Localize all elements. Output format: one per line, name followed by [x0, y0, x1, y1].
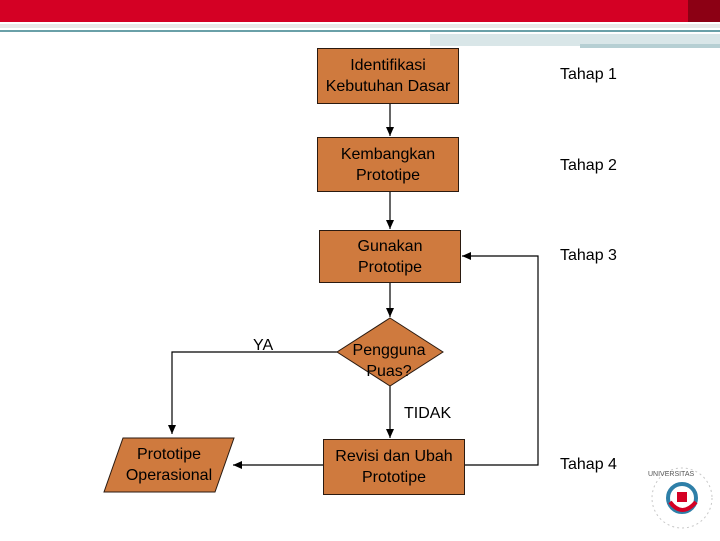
stage-1-label: Tahap 1 — [560, 66, 617, 83]
svg-text:UNIVERSITAS: UNIVERSITAS — [648, 471, 694, 478]
header-dark-accent — [688, 0, 720, 22]
step-use-box: Gunakan Prototipe — [319, 230, 461, 283]
stage-2-label: Tahap 2 — [560, 157, 617, 174]
step-identify-box: Identifikasi Kebutuhan Dasar — [317, 48, 459, 104]
header-teal-band-dark — [580, 44, 720, 48]
branch-no-label: TIDAK — [404, 405, 452, 422]
header-red-bar — [0, 0, 720, 22]
university-seal-icon: UNIVERSITAS — [642, 456, 718, 536]
stage-3-label: Tahap 3 — [560, 247, 617, 264]
step-use-label: Gunakan Prototipe — [357, 237, 423, 276]
step-develop-box: Kembangkan Prototipe — [317, 137, 459, 192]
arrow-revise-loop — [462, 252, 539, 466]
step-develop-label: Kembangkan Prototipe — [340, 145, 436, 184]
branch-yes-label: YA — [253, 337, 274, 354]
stage-4-label: Tahap 4 — [560, 456, 617, 473]
arrow-decision-yes — [168, 351, 337, 434]
step-operational-label: Prototipe Operasional — [125, 446, 213, 484]
decision-label: Pengguna Puas? — [352, 342, 426, 380]
header-gray-strip — [0, 24, 720, 28]
step-revise-box: Revisi dan Ubah Prototipe — [323, 439, 465, 495]
header-teal-band — [430, 34, 720, 46]
step-operational-shape: Prototipe Operasional — [103, 437, 235, 493]
decision-diamond — [336, 317, 444, 387]
step-revise-label: Revisi dan Ubah Prototipe — [335, 448, 453, 486]
step-identify-label: Identifikasi Kebutuhan Dasar — [325, 57, 451, 95]
header-teal-line — [0, 30, 720, 32]
